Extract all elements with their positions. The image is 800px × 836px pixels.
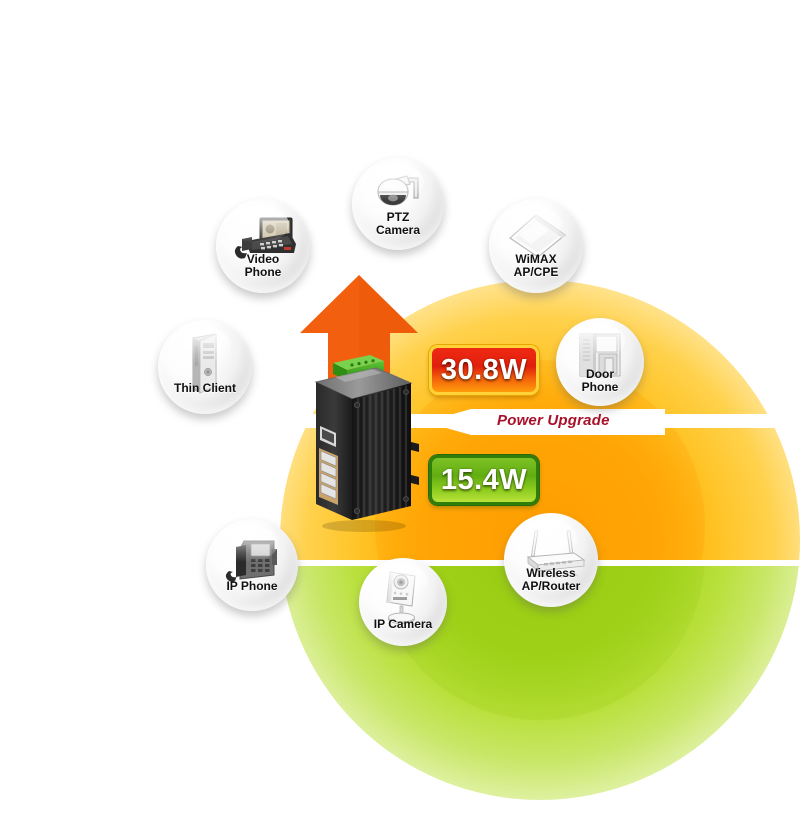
thin-client-icon [192,333,217,394]
device-bubble-label: IP Phone [226,579,278,593]
ptz-camera-icon [377,175,419,206]
device-bubble-label: IP Camera [373,617,433,631]
device-bubble-thin-client[interactable]: Thin Client [158,320,252,414]
ip-phone-icon [225,540,277,582]
badge-15-4w-value: 15.4W [440,463,528,496]
badge-15-4w: 15.4W [429,455,539,505]
power-upgrade-banner: Power Upgrade [425,407,665,437]
ip-camera-icon [386,571,416,624]
device-bubble-ip-camera[interactable]: IP Camera [359,558,447,646]
wimax-panel-icon [509,214,566,258]
door-phone-icon [579,333,621,377]
badge-30-8w-value: 30.8W [440,353,528,386]
console-port [320,426,336,447]
video-phone-icon [234,217,296,259]
badge-30-8w: 30.8W [429,345,539,395]
rj45-port-stack [319,448,338,505]
industrial-poe-switch [298,330,424,535]
device-bubble-label: Thin Client [174,381,236,395]
power-upgrade-label: Power Upgrade [497,412,610,429]
wireless-router-icon [526,530,586,578]
device-bubble-ip-phone[interactable]: IP Phone [206,519,298,611]
